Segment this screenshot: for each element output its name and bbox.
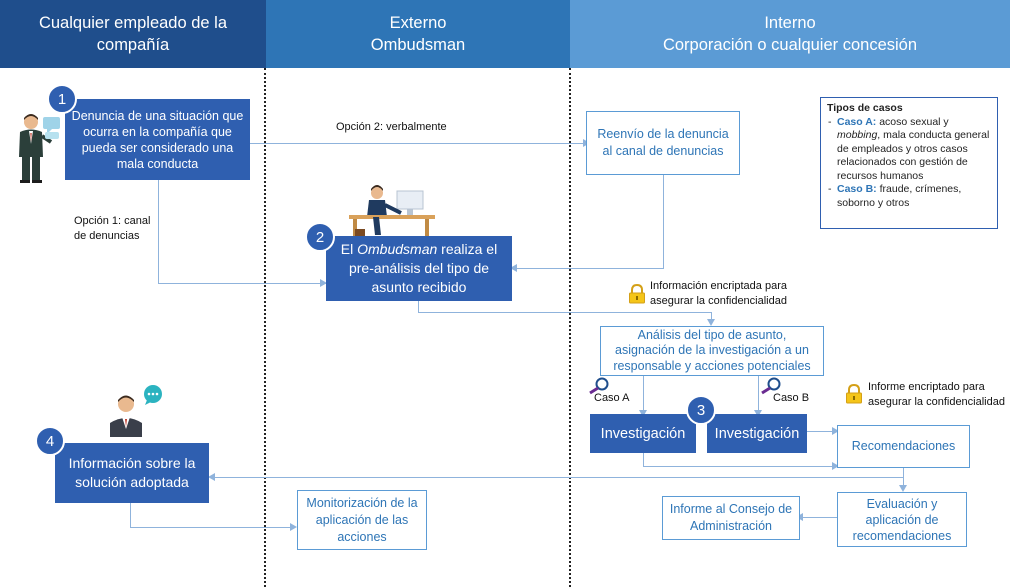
header-employee: Cualquier empleado de la compañía <box>0 0 266 68</box>
ombudsman-desk-icon <box>345 185 440 241</box>
legend-case-a-label: Caso A: <box>837 115 877 128</box>
evaluation-box: Evaluación y aplicación de recomendacion… <box>837 492 967 547</box>
investigation-b-box: Investigación <box>707 414 807 453</box>
step2-text-a: El <box>340 241 358 257</box>
case-a-label: Caso A <box>594 392 630 404</box>
step1-box: Denuncia de una situación que ocurra en … <box>65 99 250 180</box>
connector-to-step4-arrow <box>208 473 215 481</box>
header-external-line1: Externo <box>389 14 447 32</box>
speech-bubble-icon <box>142 384 164 406</box>
connector-caso-a-arrow <box>639 410 647 417</box>
legend-case-b: Caso B: fraude, crímenes, soborno y otro… <box>828 183 991 210</box>
connector-step2-down <box>418 301 419 313</box>
connector-option2 <box>250 143 586 144</box>
option1-label: Opción 1: canal de denuncias <box>74 215 151 242</box>
encrypted-report-label: Informe encriptado para asegurar la conf… <box>868 381 1005 408</box>
lock-icon <box>845 383 863 404</box>
connector-option1-vertical <box>158 180 159 283</box>
connector-reenvio-down <box>663 175 664 268</box>
step2-box: El Ombudsman realiza el pre-análisis del… <box>326 236 512 301</box>
monitoring-text: Monitorización de la aplicación de las a… <box>306 495 418 544</box>
header-external-line2: Ombudsman <box>370 36 466 54</box>
connector-inv-a-down <box>643 453 644 466</box>
case-types-legend: Tipos de casos Caso A: acoso sexual y mo… <box>820 97 998 229</box>
connector-reco-eval-arrow <box>899 485 907 492</box>
connector-caso-b-arrow <box>754 410 762 417</box>
step2-text-italic: Ombudsman <box>357 241 438 257</box>
step3-number: 3 <box>686 395 716 425</box>
header-employee-line2: compañía <box>96 36 170 54</box>
connector-caso-a <box>643 376 644 414</box>
header-internal-line1: Interno <box>764 14 816 32</box>
reenvio-text: Reenvío de la denuncia al canal de denun… <box>597 127 729 158</box>
connector-reco-eval <box>903 468 904 488</box>
legend-case-b-text: fraude, crímenes, soborno y otros <box>837 183 962 209</box>
board-report-text: Informe al Consejo de Administración <box>669 502 793 533</box>
step2-text: El Ombudsman realiza el pre-análisis del… <box>334 240 504 297</box>
monitoring-box: Monitorización de la aplicación de las a… <box>297 490 427 550</box>
investigation-a-text: Investigación <box>600 425 686 442</box>
manager-icon <box>106 393 146 437</box>
recommendations-text: Recomendaciones <box>851 439 956 453</box>
connector-step2-right <box>418 312 711 313</box>
connector-step4-down <box>130 503 131 528</box>
step1-number: 1 <box>47 84 77 114</box>
connector-reenvio-left <box>512 268 664 269</box>
lane-divider-1 <box>264 68 266 587</box>
step1-text: Denuncia de una situación que ocurra en … <box>71 108 244 171</box>
header-internal: Interno Corporación o cualquier concesió… <box>570 0 1010 68</box>
magnifier-icon <box>588 377 610 395</box>
board-report-box: Informe al Consejo de Administración <box>662 496 800 540</box>
connector-caso-b <box>758 376 759 414</box>
header-employee-line1: Cualquier empleado de la <box>38 14 228 32</box>
legend-case-a-text2: , mala conducta general de empleados y o… <box>837 129 990 182</box>
recommendations-box: Recomendaciones <box>837 425 970 468</box>
legend-case-b-label: Caso B: <box>837 183 877 195</box>
connector-inv-b-reco <box>807 431 837 432</box>
step4-box: Información sobre la solución adoptada <box>55 443 209 503</box>
reenvio-box: Reenvío de la denuncia al canal de denun… <box>586 111 740 175</box>
step2-number: 2 <box>305 222 335 252</box>
header-internal-line2: Corporación o cualquier concesión <box>662 36 918 54</box>
header-external: Externo Ombudsman <box>266 0 570 68</box>
connector-analysis-in <box>711 312 712 324</box>
legend-case-a-text1: acoso sexual y <box>876 115 949 128</box>
step2-text-b: realiza el pre-análisis del tipo de asun… <box>348 241 498 295</box>
connector-eval-informe <box>800 517 837 518</box>
legend-case-a-italic: mobbing <box>837 129 878 141</box>
analysis-box: Análisis del tipo de asunto, asignación … <box>600 326 824 376</box>
magnifier-icon <box>760 377 782 395</box>
evaluation-text: Evaluación y aplicación de recomendacion… <box>852 496 952 543</box>
step4-text: Información sobre la solución adoptada <box>68 455 196 490</box>
connector-to-step4 <box>210 477 904 478</box>
chat-bubble-icon <box>42 116 62 140</box>
connector-analysis-arrow <box>707 319 715 326</box>
analysis-text: Análisis del tipo de asunto, asignación … <box>613 327 811 373</box>
legend-case-a: Caso A: acoso sexual y mobbing, mala con… <box>828 115 991 184</box>
lane-divider-2 <box>569 68 571 587</box>
legend-title: Tipos de casos <box>827 102 903 114</box>
connector-option1-arrow <box>320 279 327 287</box>
connector-reenvio-arrow <box>510 264 517 272</box>
connector-inv-a-reco-arrow <box>832 462 839 470</box>
connector-step4-monitor-arrow <box>290 523 297 531</box>
connector-option1-horizontal <box>158 283 326 284</box>
investigation-b-text: Investigación <box>714 425 800 442</box>
encrypted-info-label: Información encriptada para asegurar la … <box>650 280 787 307</box>
case-b-label: Caso B <box>773 392 810 404</box>
option2-label: Opción 2: verbalmente <box>336 121 447 133</box>
employee-icon <box>15 112 65 184</box>
step4-number: 4 <box>35 426 65 456</box>
connector-inv-a-reco <box>643 466 837 467</box>
connector-inv-b-reco-arrow <box>832 427 839 435</box>
investigation-a-box: Investigación <box>590 414 696 453</box>
connector-step4-monitor <box>130 527 292 528</box>
lock-icon <box>628 283 646 304</box>
